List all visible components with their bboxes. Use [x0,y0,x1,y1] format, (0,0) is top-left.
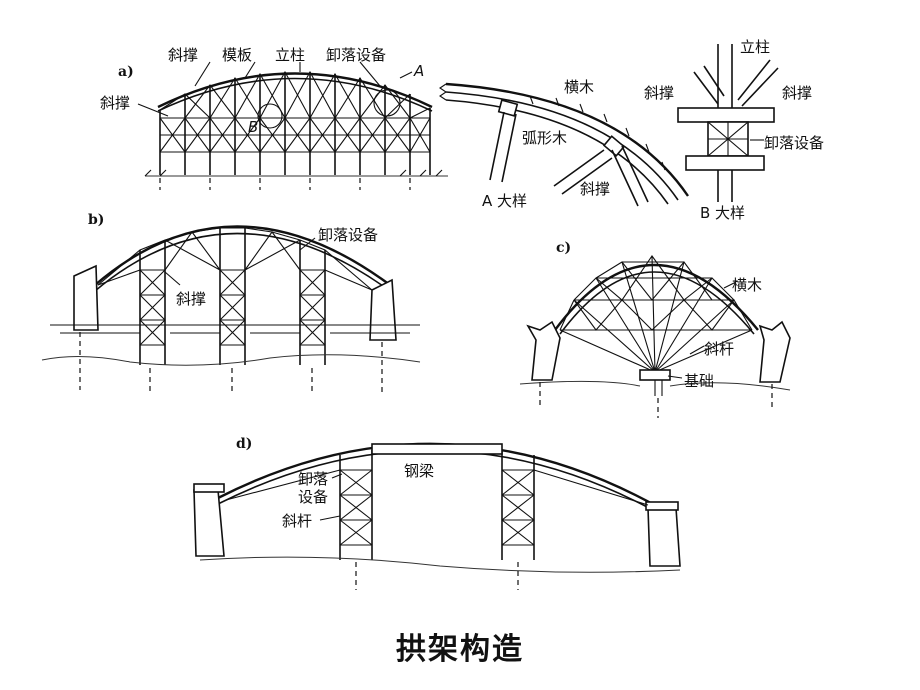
label-point-a: A [413,62,424,80]
label-brace-top: 斜撑 [168,46,198,64]
label-brace-left: 斜撑 [100,94,130,112]
label-point-b: B [248,118,258,136]
detail-b-drawing [677,44,779,202]
panel-b-id: b) [88,212,104,228]
title-detail-b: B 大样 [700,204,745,222]
label-rod-c: 斜杆 [704,340,734,358]
figure-caption: 拱架构造 [396,632,524,667]
label-brace-panel-b: 斜撑 [176,290,206,308]
label-unloading-b: 卸落设备 [764,134,824,152]
label-unloading-d-1: 卸落 [298,470,328,488]
label-column-b: 立柱 [740,38,770,56]
label-unloading-panel-b: 卸落设备 [318,226,378,244]
label-column: 立柱 [275,46,305,64]
panel-a-framework [137,61,448,190]
label-steel-beam: 钢梁 [404,462,434,480]
label-unloading-a: 卸落设备 [326,46,386,64]
label-foundation: 基础 [684,372,714,390]
label-crosswood-a: 横木 [564,78,594,96]
panel-d-framework [193,442,681,590]
label-rod-d: 斜杆 [282,512,312,530]
panel-b-framework [41,225,421,392]
panel-c-id: c) [556,240,571,256]
title-detail-a: A 大样 [482,192,527,210]
label-arc-wood: 弧形木 [522,129,567,147]
label-brace-b-right: 斜撑 [782,84,812,102]
detail-a-drawing [439,82,689,207]
label-brace-detail-a: 斜撑 [580,180,610,198]
panel-c-framework [519,255,791,418]
label-brace-b-left: 斜撑 [644,84,674,102]
label-crosswood-c: 横木 [732,276,762,294]
panel-a-id: a) [118,64,134,80]
label-formwork: 模板 [222,46,252,64]
label-unloading-d-2: 设备 [298,488,328,506]
panel-d-id: d) [236,436,252,452]
